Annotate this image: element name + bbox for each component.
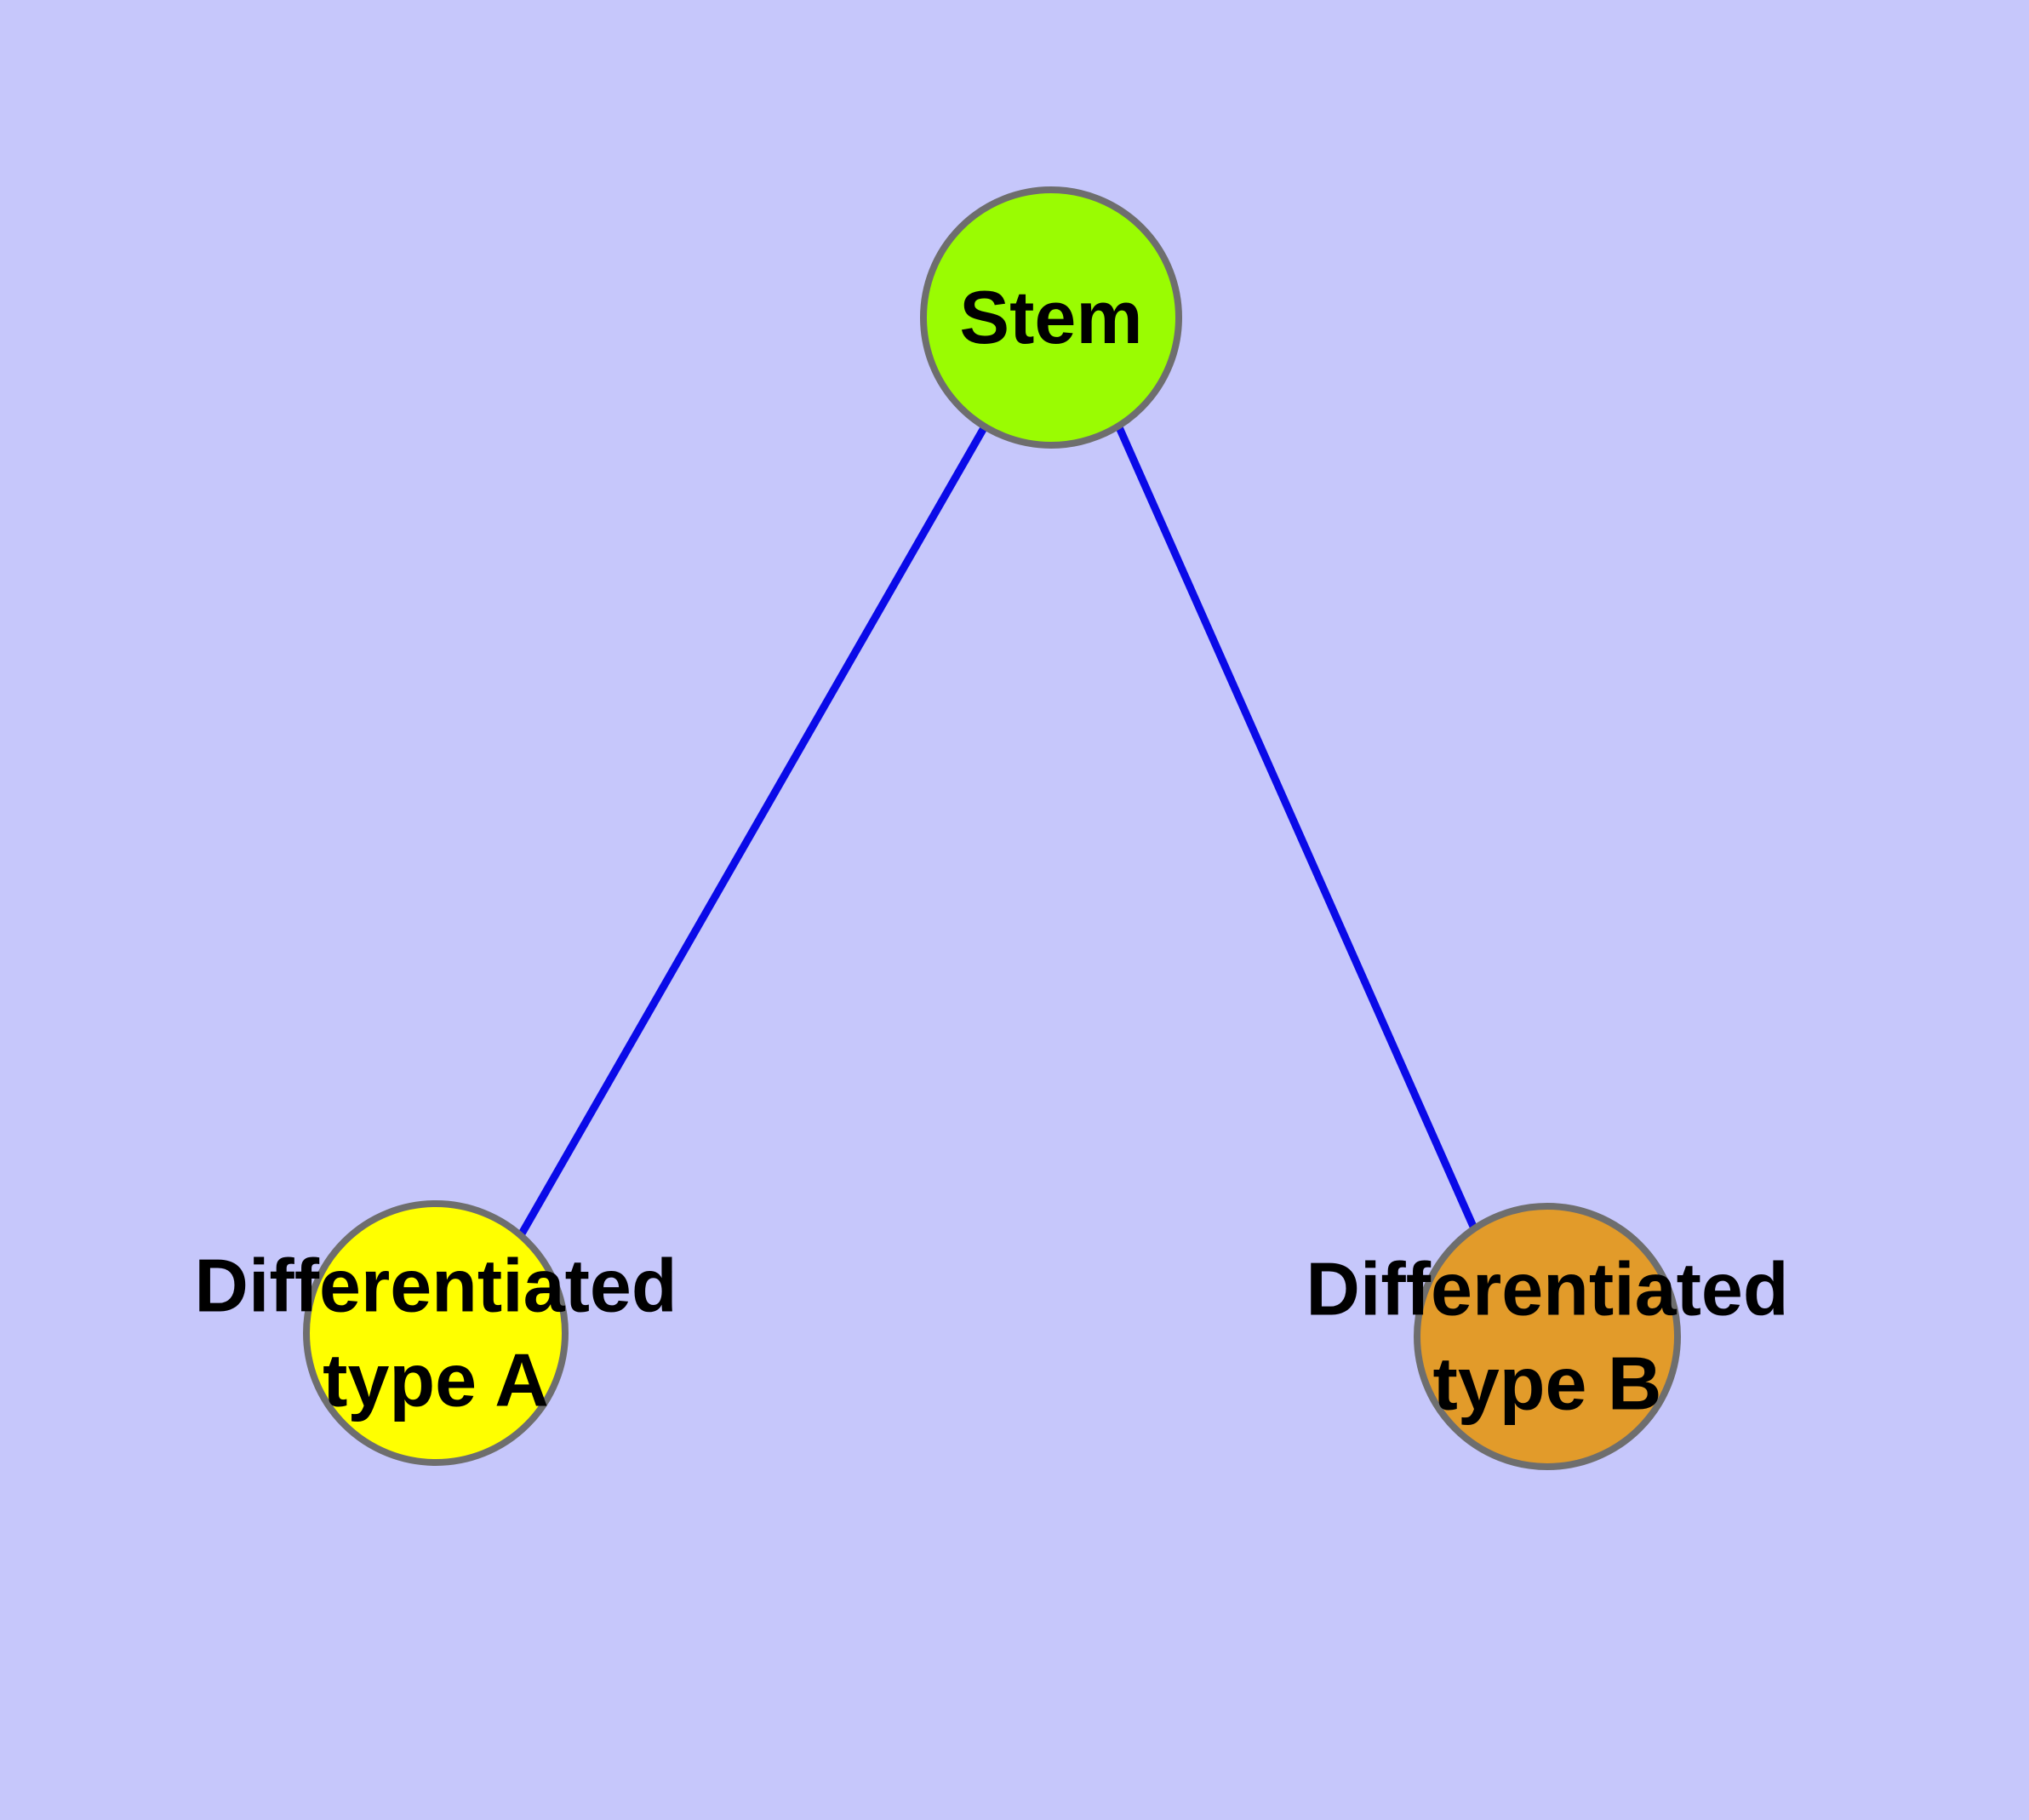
node-label-differentiated-type-b: Differentiated type B: [1306, 1246, 1788, 1425]
node-stem[interactable]: [920, 186, 1182, 449]
labels-layer: Stem Differentiated type A Differentiated…: [194, 275, 1788, 1425]
node-label-line: Stem: [959, 275, 1142, 359]
node-differentiated-type-a[interactable]: [303, 1200, 569, 1466]
node-label-line: Differentiated: [1306, 1246, 1788, 1331]
node-label-line: type B: [1433, 1341, 1662, 1425]
node-differentiated-type-b[interactable]: [1414, 1203, 1681, 1470]
edge-stem-to-differentiated-type-b[interactable]: [1115, 426, 1478, 1230]
nodes-layer: [303, 186, 1681, 1470]
node-label-differentiated-type-a: Differentiated type A: [194, 1243, 677, 1422]
edge-stem-to-differentiated-type-a[interactable]: [517, 424, 988, 1238]
node-label-line: Differentiated: [194, 1243, 677, 1327]
edges-layer: [517, 424, 1478, 1238]
node-label-stem: Stem: [959, 275, 1142, 359]
node-label-line: type A: [323, 1337, 549, 1422]
